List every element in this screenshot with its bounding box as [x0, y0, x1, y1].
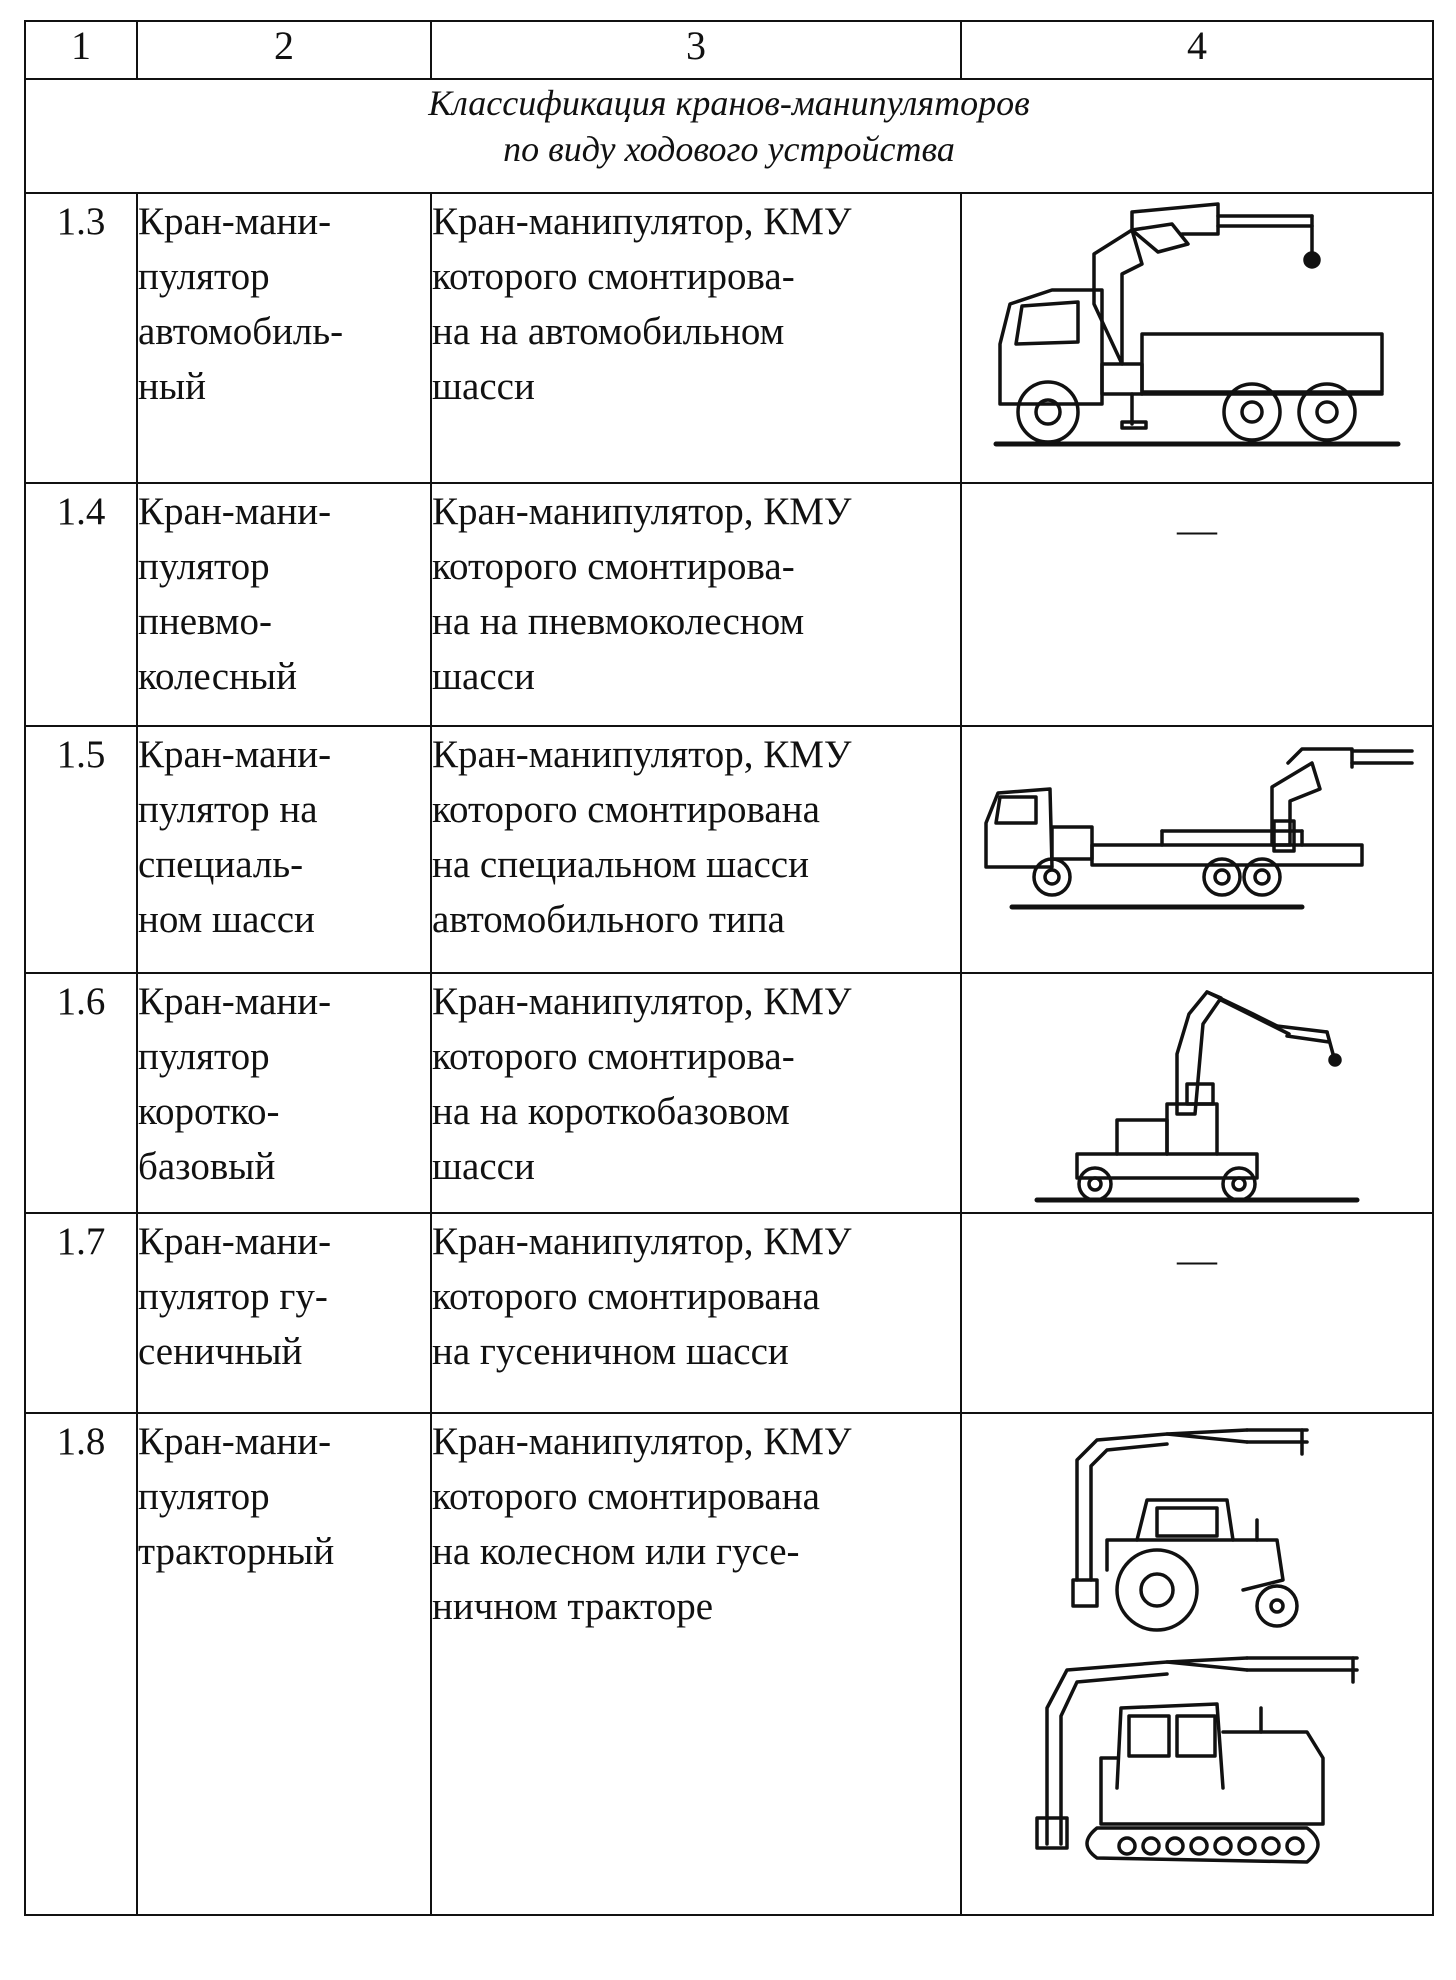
- row-description: Кран-манипулятор, КМУ которого смонтиров…: [430, 1412, 962, 1916]
- wheeled-tractor-crane-icon: [1071, 1428, 1309, 1632]
- row-number: 1.3: [24, 192, 138, 484]
- row-number: 1.6: [24, 972, 138, 1214]
- header-col-2: 2: [136, 20, 432, 80]
- table-row: 1.4 Кран-мани- пулятор пневмо- колесный …: [24, 482, 1434, 727]
- truck-crane-icon: [993, 202, 1401, 447]
- row-name: Кран-мани- пулятор на специаль- ном шасс…: [136, 725, 432, 974]
- short-base-crane-icon: [1034, 990, 1360, 1203]
- row-description: Кран-манипулятор, КМУ которого смонтиров…: [430, 192, 962, 484]
- table-row: 1.3 Кран-мани- пулятор автомобиль- ный К…: [24, 192, 1434, 484]
- row-illustration: —: [960, 482, 1434, 727]
- header-col-1: 1: [24, 20, 138, 80]
- section-title-line-1: Классификация кранов-манипуляторов: [428, 83, 1030, 123]
- row-illustration: [960, 192, 1434, 484]
- crane-classification-table: 1 2 3 4 Классификация кранов-манипулятор…: [24, 20, 1434, 1916]
- header-col-4: 4: [960, 20, 1434, 80]
- header-row: 1 2 3 4: [24, 20, 1434, 80]
- row-number: 1.4: [24, 482, 138, 727]
- row-name: Кран-мани- пулятор гу- сеничный: [136, 1212, 432, 1414]
- no-image-dash: —: [1177, 507, 1217, 552]
- section-title-line-2: по виду ходового устройства: [503, 129, 955, 169]
- row-name: Кран-мани- пулятор автомобиль- ный: [136, 192, 432, 484]
- row-illustration: —: [960, 1212, 1434, 1414]
- row-description: Кран-манипулятор, КМУ которого смонтиров…: [430, 482, 962, 727]
- crawler-tractor-crane-icon: [1035, 1656, 1359, 1864]
- row-illustration: [960, 725, 1434, 974]
- row-description: Кран-манипулятор, КМУ которого смонтиров…: [430, 725, 962, 974]
- special-chassis-crane-icon: [984, 747, 1414, 910]
- row-number: 1.8: [24, 1412, 138, 1916]
- table-row: 1.8 Кран-мани- пулятор тракторный Кран-м…: [24, 1412, 1434, 1916]
- table-row: 1.6 Кран-мани- пулятор коротко- базовый …: [24, 972, 1434, 1214]
- row-description: Кран-манипулятор, КМУ которого смонтиров…: [430, 1212, 962, 1414]
- tractor-crane-icons: [962, 1420, 1432, 1888]
- row-description: Кран-манипулятор, КМУ которого смонтиров…: [430, 972, 962, 1214]
- section-row: Классификация кранов-манипуляторов по ви…: [24, 78, 1434, 194]
- row-number: 1.7: [24, 1212, 138, 1414]
- table-row: 1.7 Кран-мани- пулятор гу- сеничный Кран…: [24, 1212, 1434, 1414]
- row-illustration: [960, 972, 1434, 1214]
- row-name: Кран-мани- пулятор коротко- базовый: [136, 972, 432, 1214]
- header-col-3: 3: [430, 20, 962, 80]
- section-title: Классификация кранов-манипуляторов по ви…: [24, 78, 1434, 194]
- no-image-dash: —: [1177, 1237, 1217, 1282]
- row-name: Кран-мани- пулятор пневмо- колесный: [136, 482, 432, 727]
- row-number: 1.5: [24, 725, 138, 974]
- row-name: Кран-мани- пулятор тракторный: [136, 1412, 432, 1916]
- table-row: 1.5 Кран-мани- пулятор на специаль- ном …: [24, 725, 1434, 974]
- row-illustration: [960, 1412, 1434, 1916]
